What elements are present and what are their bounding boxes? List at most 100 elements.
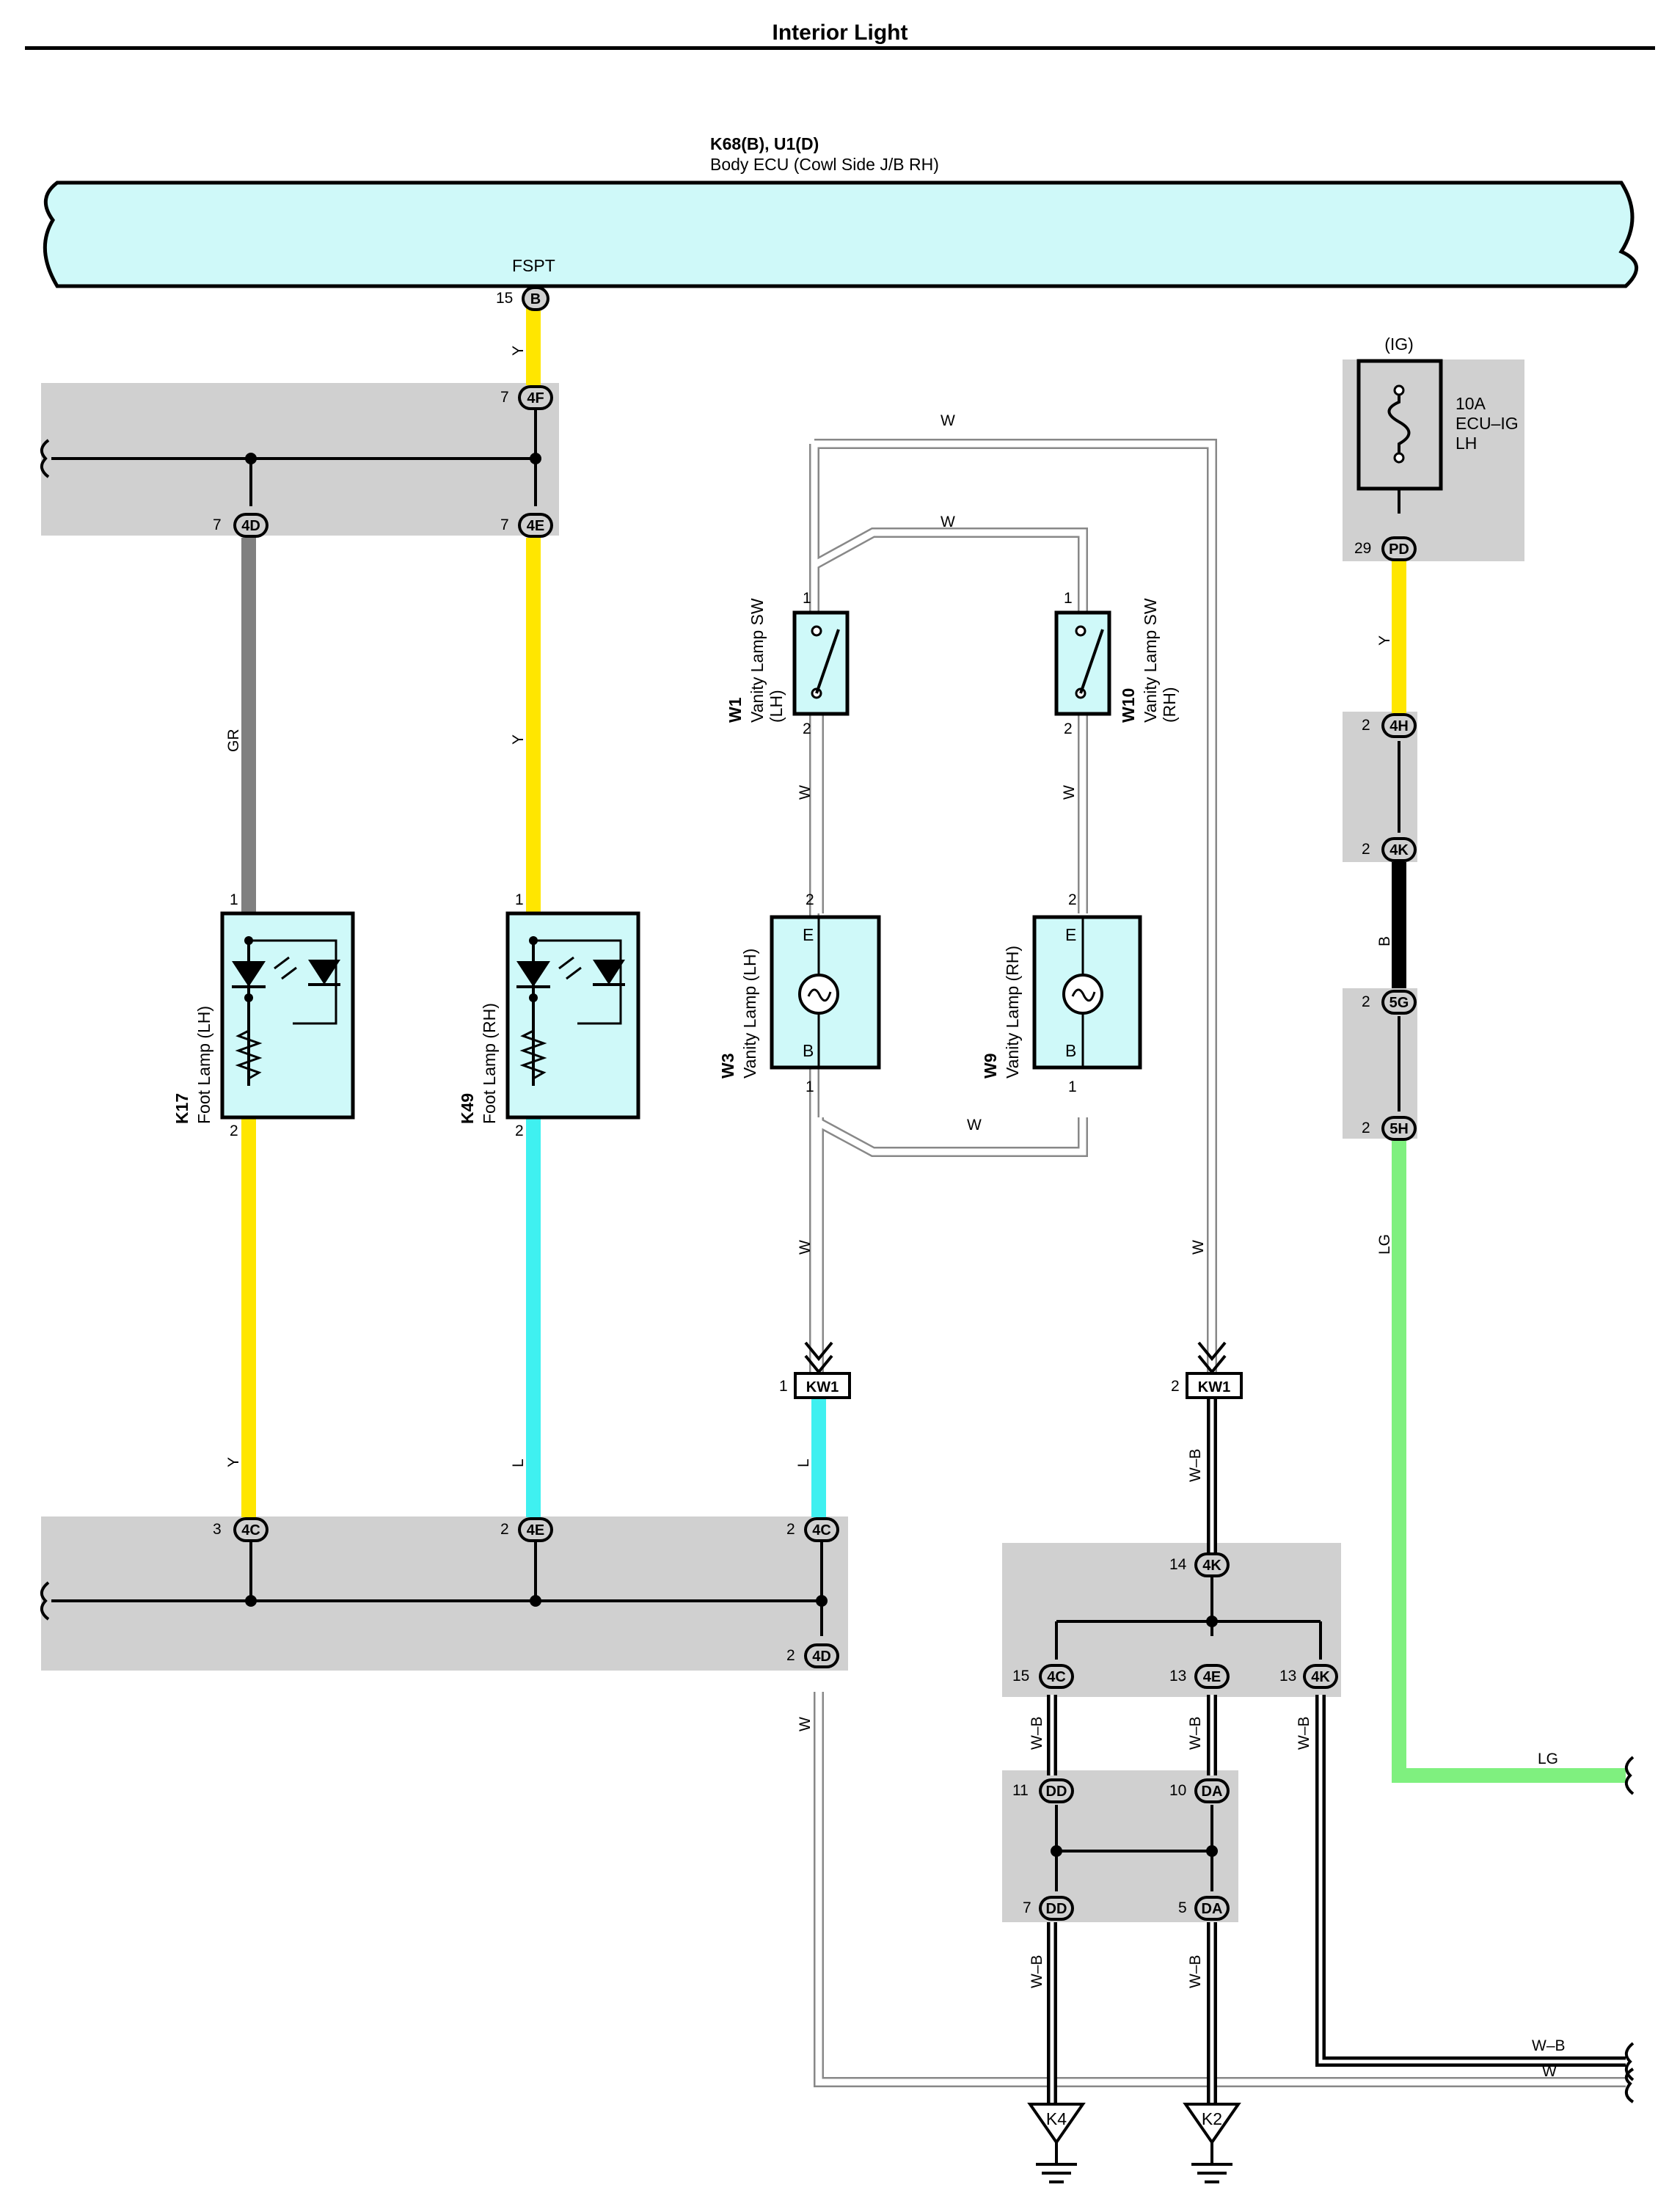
svg-text:4E: 4E (527, 518, 544, 534)
svg-text:W–B: W–B (1187, 1448, 1204, 1482)
connector-4d-bottom: 4D (804, 1643, 839, 1668)
svg-text:1: 1 (230, 891, 238, 908)
wire-y-ecu-4f (526, 297, 541, 385)
connector-4f: 4F (518, 385, 553, 410)
connector-4e-top: 4E (518, 513, 553, 538)
ground-k2: K2 (1183, 2103, 1241, 2183)
svg-text:W: W (797, 1717, 814, 1731)
connector-da-10: DA (1194, 1778, 1230, 1803)
wire-w-inner (811, 440, 1626, 2086)
connector-4e-bottom: 4E (518, 1517, 553, 1542)
wire-y-4e-k49 (526, 538, 541, 912)
svg-text:Vanity Lamp (RH): Vanity Lamp (RH) (1003, 946, 1022, 1078)
svg-text:Y: Y (510, 346, 527, 356)
svg-text:3: 3 (213, 1521, 222, 1538)
foot-lamp-lh: 1 2 K17 Foot Lamp (LH) (172, 891, 355, 1139)
svg-text:E: E (803, 925, 814, 944)
svg-text:11: 11 (1012, 1782, 1029, 1799)
svg-text:W: W (1061, 785, 1078, 800)
svg-text:2: 2 (1362, 841, 1370, 858)
wire-gr-4d-k17 (241, 538, 256, 912)
svg-text:4C: 4C (1047, 1669, 1066, 1685)
bus-lines (51, 395, 1400, 1891)
vanity-lamp-rh: E B 2 1 W9 Vanity Lamp (RH) (981, 891, 1142, 1095)
svg-text:Y: Y (510, 734, 527, 745)
svg-text:2: 2 (786, 1521, 795, 1538)
svg-text:2: 2 (230, 1123, 238, 1139)
wire-b-4k-5g (1392, 862, 1406, 988)
wire-wb-inner (1050, 1398, 1626, 2104)
title-rule (25, 46, 1655, 50)
svg-text:E: E (1065, 925, 1076, 944)
svg-text:KW1: KW1 (806, 1379, 839, 1395)
svg-text:GR: GR (225, 729, 242, 753)
jb-block-lower-left (41, 1516, 848, 1671)
svg-text:14: 14 (1169, 1556, 1187, 1573)
svg-text:4E: 4E (527, 1522, 544, 1538)
wires (40, 297, 1635, 2104)
connector-4k-upper: 4K (1381, 837, 1417, 862)
svg-text:W–B: W–B (1029, 1716, 1045, 1750)
svg-text:7: 7 (500, 517, 509, 533)
kw1-left (794, 1372, 851, 1399)
svg-text:1: 1 (1064, 590, 1073, 607)
svg-text:KW1: KW1 (1198, 1379, 1230, 1395)
connector-4e-13: 4E (1194, 1664, 1230, 1689)
connector-4c-15: 4C (1039, 1664, 1074, 1689)
ground-k4: K4 (1027, 2103, 1086, 2183)
svg-text:L: L (510, 1459, 527, 1467)
svg-text:4H: 4H (1389, 718, 1409, 734)
svg-text:4K: 4K (1389, 842, 1409, 858)
svg-text:1: 1 (779, 1378, 788, 1395)
svg-text:B: B (1065, 1041, 1076, 1060)
svg-text:10: 10 (1169, 1782, 1186, 1799)
svg-text:DA: DA (1202, 1784, 1223, 1800)
wire-l-k49-4e (526, 1117, 541, 1517)
svg-text:7: 7 (500, 389, 509, 406)
svg-text:W: W (941, 412, 955, 429)
svg-text:1: 1 (806, 1078, 814, 1095)
foot-lamp-lh-code: K17 (172, 1093, 191, 1124)
svg-text:2: 2 (806, 891, 814, 908)
body-ecu-box (43, 180, 1639, 288)
svg-text:2: 2 (1068, 891, 1077, 908)
led-symbol (232, 961, 266, 987)
foot-lamp-rh-code: K49 (458, 1093, 477, 1124)
fuse-name: ECU–IG (1456, 414, 1519, 433)
svg-text:2: 2 (1362, 993, 1370, 1010)
wire-y-k17-4c (241, 1117, 256, 1517)
svg-text:B: B (803, 1041, 814, 1060)
svg-text:B: B (1376, 936, 1393, 946)
svg-text:DA: DA (1202, 1901, 1223, 1917)
svg-text:2: 2 (1064, 720, 1073, 737)
svg-text:2: 2 (1362, 1120, 1370, 1136)
connector-5h: 5H (1381, 1116, 1417, 1141)
svg-text:DD: DD (1046, 1784, 1067, 1800)
svg-text:LG: LG (1538, 1751, 1558, 1767)
foot-lamp-rh-box (505, 911, 640, 1120)
svg-text:Vanity Lamp SW: Vanity Lamp SW (748, 598, 767, 723)
svg-text:W–B: W–B (1187, 1716, 1204, 1750)
fuse-body (1356, 359, 1443, 491)
svg-text:W–B: W–B (1532, 2037, 1566, 2054)
connector-pd: PD (1381, 536, 1417, 561)
svg-text:2: 2 (786, 1647, 795, 1664)
svg-text:(LH): (LH) (767, 690, 786, 723)
svg-text:PD: PD (1389, 541, 1409, 558)
svg-text:7: 7 (213, 517, 222, 533)
resistor-symbol (235, 1029, 263, 1080)
connector-4k-13: 4K (1303, 1664, 1338, 1689)
svg-text:4C: 4C (812, 1522, 831, 1538)
svg-text:W: W (797, 1240, 814, 1255)
diagram-title: Interior Light (773, 21, 908, 45)
svg-text:B: B (530, 291, 541, 307)
svg-text:2: 2 (515, 1123, 524, 1139)
svg-text:K2: K2 (1202, 2109, 1222, 2128)
svg-text:W: W (1542, 2063, 1557, 2080)
svg-text:13: 13 (1279, 1668, 1296, 1684)
svg-text:W–B: W–B (1029, 1954, 1045, 1988)
svg-text:5H: 5H (1389, 1121, 1409, 1137)
svg-text:K4: K4 (1046, 2109, 1067, 2128)
connector-4k-14: 4K (1194, 1552, 1230, 1577)
svg-text:4F: 4F (527, 390, 544, 406)
